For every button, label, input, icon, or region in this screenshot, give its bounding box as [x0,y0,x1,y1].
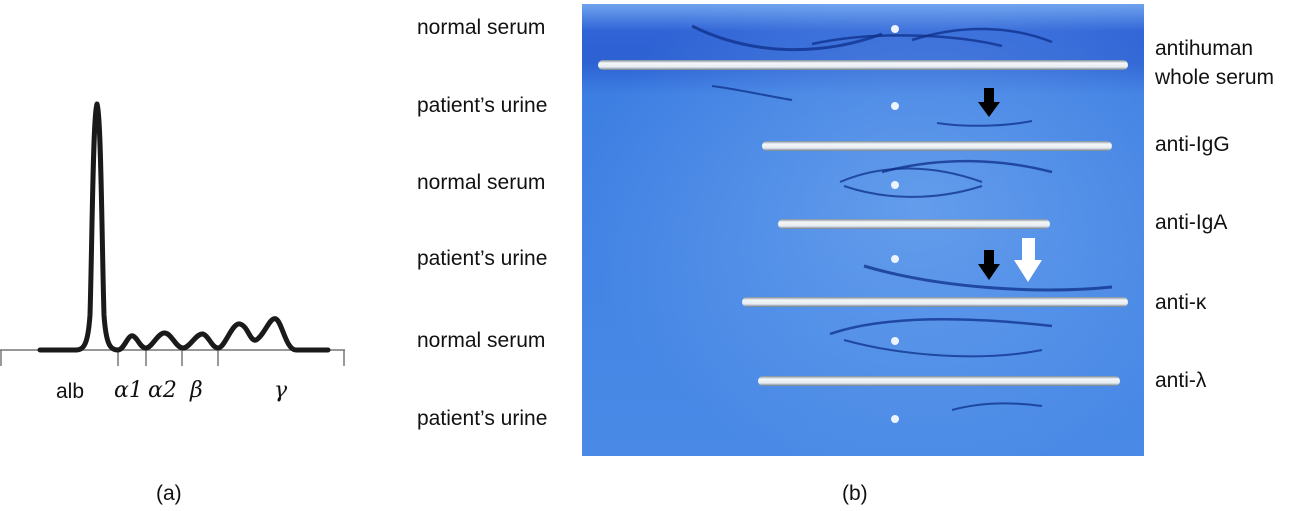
antibody-label-lambda: anti-λ [1155,369,1207,392]
antibody-label-igg: anti-IgG [1155,133,1230,156]
gel-image [582,4,1144,456]
caption-b: (b) [842,482,868,505]
antibody-label-whole-serum: antihuman [1155,37,1254,60]
black-arrow-icon [978,250,1000,280]
sample-label: patient’s urine [417,407,548,430]
sample-well [891,102,899,110]
antibody-label-kappa: anti-κ [1155,291,1207,314]
fraction-label-gamma: γ [274,378,288,403]
antibody-trough [758,376,1120,386]
sample-label: normal serum [417,329,546,352]
precipitin-arcs [691,24,1113,411]
trace-curve [37,101,331,353]
sample-label: normal serum [417,171,546,194]
fraction-label-alpha2: α2 [148,378,177,403]
black-arrow-icon [978,88,1000,117]
sample-wells [891,25,899,423]
white-arrow-icon [1014,238,1042,282]
electrophoresis-trace [0,101,345,366]
sample-label: normal serum [417,16,546,39]
caption-a: (a) [156,482,182,505]
antibody-label-whole-serum: whole serum [1155,66,1275,89]
immunoelectrophoresis-gel [582,4,1144,456]
sample-well [891,415,899,423]
antibody-trough [598,60,1128,70]
antibody-trough [762,141,1112,151]
sample-well [891,25,899,33]
sample-label: patient’s urine [417,247,548,270]
antibody-trough [742,297,1128,307]
gel-glow [582,4,1144,456]
fraction-label-alpha1: α1 [114,378,143,403]
sample-label: patient’s urine [417,94,548,117]
sample-well [891,337,899,345]
sample-well [891,255,899,263]
antibody-label-iga: anti-IgA [1155,211,1228,234]
antibody-trough [778,219,1050,229]
sample-well [891,181,899,189]
fraction-label-alb: alb [56,380,85,403]
fraction-label-beta: β [190,378,203,403]
electrophoresis-trace-panel: alb α1 α2 β γ [0,60,350,420]
